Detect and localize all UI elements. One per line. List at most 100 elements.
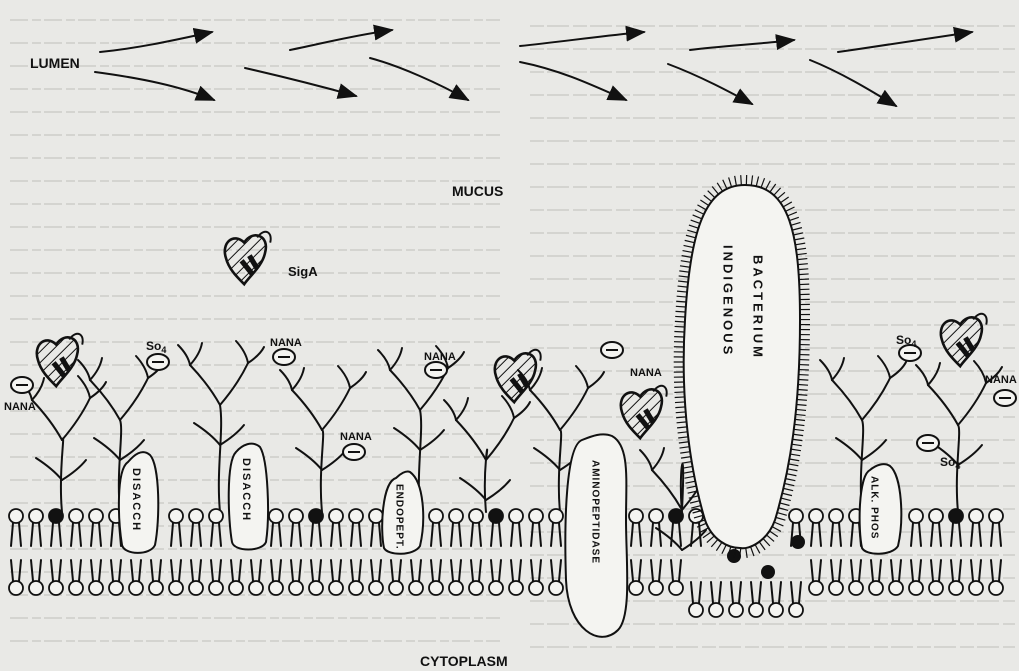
lipid-head <box>509 509 523 546</box>
glycocalyx-tree-1 <box>20 376 106 512</box>
lipid-head <box>349 560 363 595</box>
lipid-head <box>89 509 103 546</box>
lipid-head <box>29 560 43 595</box>
lipid-head <box>249 560 263 595</box>
lipid-head <box>69 509 83 546</box>
lipid-head <box>269 560 283 595</box>
enzyme-disacch-2: DISACCH <box>229 444 268 550</box>
lipid-head <box>369 560 383 595</box>
siga-molecule-4 <box>941 314 987 366</box>
lipid-head <box>209 509 223 546</box>
lipid-head <box>129 560 143 595</box>
nana-label-1: NANA <box>4 401 36 413</box>
flow-arrow-3 <box>520 32 644 46</box>
flow-arrow-6 <box>95 72 214 100</box>
lipid-head <box>149 560 163 595</box>
lipid-head <box>329 560 343 595</box>
glycocalyx-tree-6 <box>444 396 530 512</box>
lipid-head <box>769 582 783 617</box>
nana-group-5 <box>601 342 623 358</box>
lipid-head <box>829 509 843 546</box>
indigenous-bacterium: INDIGENOUS BACTERIUM <box>674 175 810 558</box>
nana-label-3: NANA <box>340 431 372 443</box>
lipid-head <box>689 582 703 617</box>
enzyme-alk-phos: ALK. PHOS <box>860 464 902 554</box>
so4-group-3 <box>917 435 939 451</box>
nana-label-5: NANA <box>630 367 662 379</box>
lipid-head <box>429 560 443 595</box>
lumen-label: LUMEN <box>30 55 80 71</box>
lipid-anchor-head <box>949 509 963 546</box>
lipid-head <box>269 509 283 546</box>
lipid-anchor-head <box>669 509 683 546</box>
lipid-head <box>469 560 483 595</box>
flow-arrow-2 <box>290 30 392 50</box>
lipid-head <box>69 560 83 595</box>
lipid-anchor-head <box>309 509 323 546</box>
lipid-head <box>169 509 183 546</box>
lipid-head <box>489 560 503 595</box>
lipid-head <box>349 509 363 546</box>
lipid-head <box>289 560 303 595</box>
nana-label-4: NANA <box>424 351 456 363</box>
lipid-anchor-head <box>489 509 503 546</box>
enzyme-aminopeptidase: AMINOPEPTIDASE <box>565 434 627 636</box>
background-text-lines <box>10 20 1015 647</box>
lipid-head <box>9 509 23 546</box>
endopept-label: ENDOPEPT. <box>394 484 405 550</box>
lipid-head <box>309 560 323 595</box>
lipid-head <box>389 560 403 595</box>
siga-molecule-3 <box>621 386 667 438</box>
lipid-head <box>29 509 43 546</box>
lipid-head <box>509 560 523 595</box>
lipid-head <box>729 582 743 617</box>
lipid-head <box>89 560 103 595</box>
lipid-head <box>109 560 123 595</box>
siga-label: SigA <box>288 264 318 279</box>
nana-group-2 <box>273 349 295 365</box>
lipid-anchor-head <box>791 535 805 549</box>
lipid-head <box>789 582 803 617</box>
disacch-label-2: DISACCH <box>240 458 252 522</box>
nana-group-3 <box>343 444 365 460</box>
disacch-label-1: DISACCH <box>130 468 142 532</box>
lipid-head <box>449 560 463 595</box>
enzyme-endopept: ENDOPEPT. <box>382 471 423 553</box>
lipid-head <box>749 582 763 617</box>
indigenous-label: INDIGENOUS <box>721 245 736 357</box>
lipid-anchor-head <box>49 509 63 546</box>
lipid-head <box>929 509 943 546</box>
mucus-label: MUCUS <box>452 183 503 199</box>
lipid-head <box>369 509 383 546</box>
lipid-head <box>469 509 483 546</box>
lipid-head <box>909 509 923 546</box>
nana-label-6: NANA <box>985 374 1017 386</box>
lipid-head <box>329 509 343 546</box>
lipid-head <box>809 509 823 546</box>
lipid-head <box>49 560 63 595</box>
so4-group-1 <box>147 354 169 370</box>
flow-arrow-11 <box>810 60 896 106</box>
nana-group-4 <box>425 362 447 378</box>
lipid-head <box>429 509 443 546</box>
lipid-head <box>709 582 723 617</box>
lipid-head <box>529 509 543 546</box>
lipid-head <box>549 509 563 546</box>
lipid-head <box>409 560 423 595</box>
lipid-head <box>209 560 223 595</box>
lipid-head <box>189 509 203 546</box>
nana-group-1 <box>11 377 33 393</box>
bacterium-label: BACTERIUM <box>751 255 766 360</box>
lipid-head <box>9 560 23 595</box>
nana-label-2: NANA <box>270 337 302 349</box>
lipid-head <box>229 560 243 595</box>
flow-arrow-8 <box>370 58 468 100</box>
lipid-head <box>969 509 983 546</box>
flow-arrow-7 <box>245 68 356 96</box>
alk-phos-label: ALK. PHOS <box>869 476 880 539</box>
lipid-head <box>169 560 183 595</box>
nana-group-6 <box>994 390 1016 406</box>
lipid-head <box>989 509 1003 546</box>
